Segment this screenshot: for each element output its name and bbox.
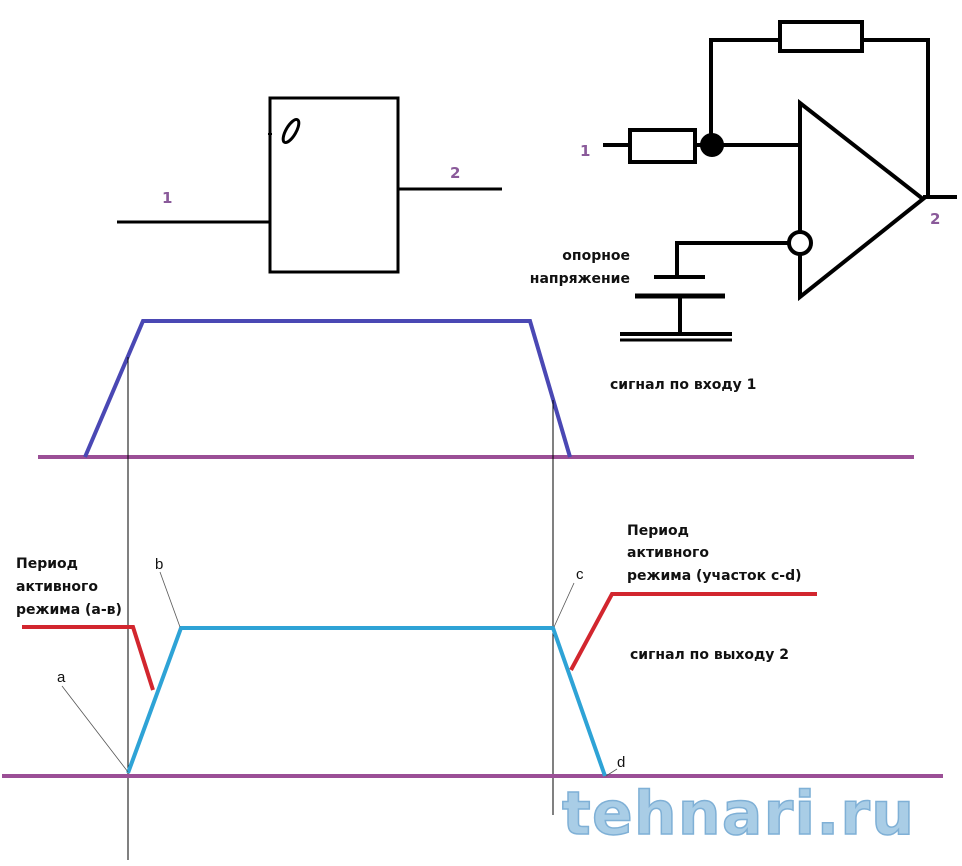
left-note-line1: Период	[16, 556, 78, 572]
point-leaders	[61, 571, 618, 777]
point-c-label: c	[576, 566, 584, 583]
point-b-label: b	[155, 556, 163, 573]
right-note-line3: режима (участок c-d)	[627, 568, 802, 584]
left-note-line2: активного	[16, 579, 98, 595]
watermark: tehnari.ru	[562, 779, 914, 849]
opamp-output-label: 2	[930, 210, 940, 228]
output-signal-trace	[126, 626, 607, 777]
opamp-input-label: 1	[580, 142, 590, 160]
block-box	[268, 96, 400, 274]
left-note-line3: режима (а-в)	[16, 602, 122, 618]
active-period-left	[22, 625, 155, 691]
output-signal-caption: сигнал по выходу 2	[630, 647, 789, 663]
point-a-label: a	[57, 669, 66, 686]
right-note-line1: Период	[627, 523, 689, 539]
threshold-symbol-icon	[281, 117, 301, 145]
input-signal-trace	[83, 319, 572, 458]
active-period-right	[569, 592, 817, 671]
right-note-line2: активного	[627, 545, 709, 561]
opamp-circuit	[603, 20, 957, 342]
input-signal-caption: сигнал по входу 1	[610, 377, 756, 393]
block-symbol	[117, 96, 502, 274]
inverting-input-circle	[787, 230, 813, 256]
point-d-label: d	[617, 754, 625, 771]
input-resistor	[628, 128, 697, 164]
feedback-resistor	[778, 20, 864, 53]
reference-label-2: напряжение	[530, 271, 630, 287]
junction-dot	[700, 133, 724, 157]
block-input-label: 1	[162, 189, 172, 207]
opamp-triangle	[798, 98, 927, 302]
reference-label-1: опорное	[562, 248, 630, 264]
block-output-label: 2	[450, 164, 460, 182]
